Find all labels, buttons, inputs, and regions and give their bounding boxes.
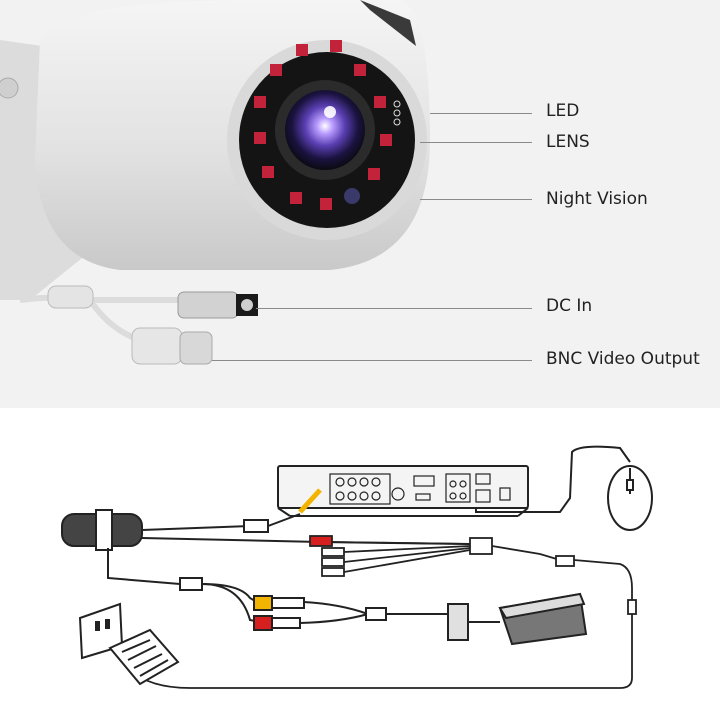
night-vision-leader-line [420, 199, 532, 200]
callout-lens: LENS [546, 132, 590, 152]
bnc-connector [177, 291, 239, 319]
callout-led: LED [546, 101, 580, 121]
rca-yellow-connector [253, 595, 273, 611]
led-leader-line [430, 113, 532, 114]
breakout-cable [129, 535, 637, 689]
product-photo-area: LED LENS Night Vision DC In BNC Video Ou… [0, 0, 720, 408]
callout-dc-in: DC In [546, 296, 593, 316]
sun-shield-edge [360, 0, 416, 46]
camera-icon-right [447, 603, 469, 641]
bnc-leader-line [212, 360, 532, 361]
camera-illustration [0, 0, 430, 365]
callout-night-vision: Night Vision [546, 189, 648, 209]
dc-connector [131, 327, 183, 365]
power-adapter [108, 628, 180, 686]
dc-in-leader-line [256, 308, 532, 309]
rca-red-connector [253, 615, 273, 631]
mouse [607, 465, 653, 531]
callout-bnc-video-output: BNC Video Output [546, 349, 700, 369]
lens-leader-line [420, 142, 532, 143]
dvr-ports [329, 473, 511, 505]
light-sensor [344, 188, 360, 204]
connection-diagram [61, 445, 653, 689]
lens [285, 90, 365, 170]
ir-led-ring [254, 40, 392, 210]
connection-diagram-area [0, 408, 720, 720]
